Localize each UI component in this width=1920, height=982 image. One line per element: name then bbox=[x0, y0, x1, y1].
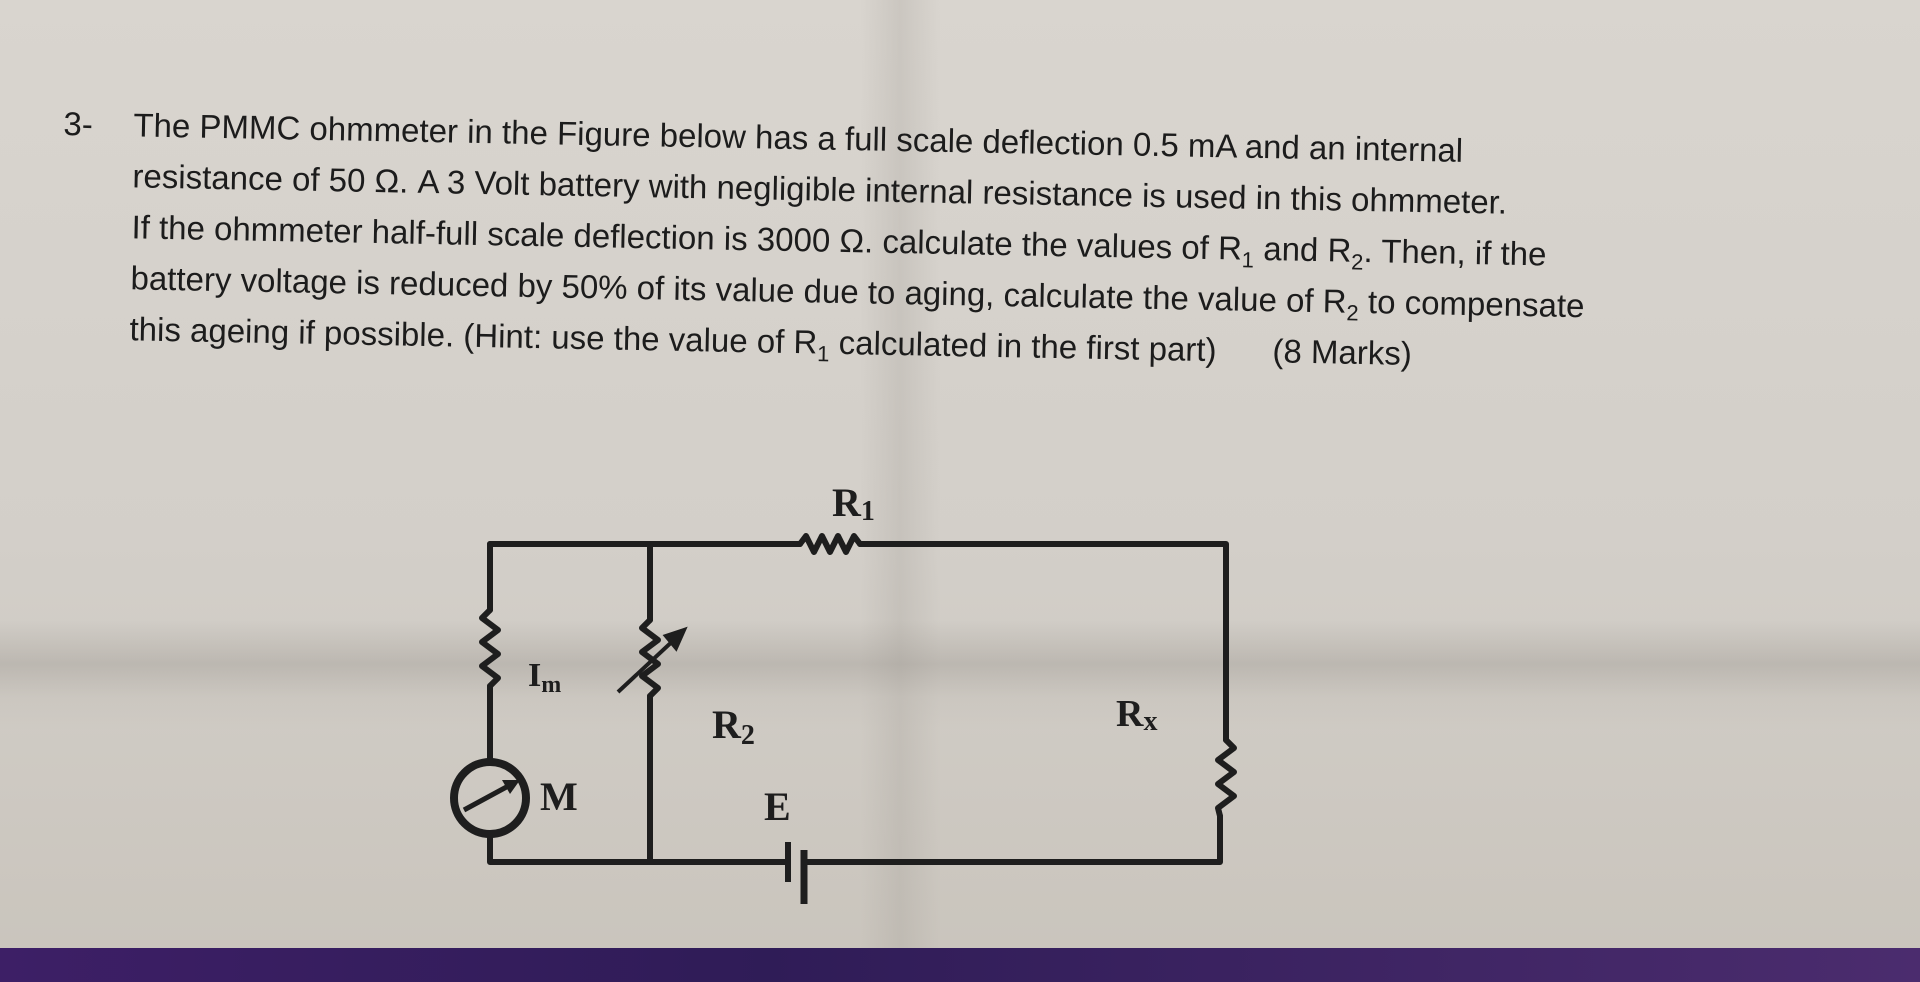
label-battery: E bbox=[764, 784, 791, 829]
resistor-rx bbox=[1215, 737, 1237, 819]
screen-bottom-edge bbox=[0, 948, 1920, 982]
paper-fold-vertical bbox=[860, 0, 940, 982]
line3-text-c: . Then, if the bbox=[1363, 231, 1547, 273]
paper-fold-horizontal bbox=[0, 620, 1920, 730]
line3-subscript-2: 2 bbox=[1350, 249, 1364, 275]
wire-top-right bbox=[857, 541, 1229, 743]
label-r2: R2 bbox=[712, 702, 755, 751]
battery-symbol bbox=[785, 842, 808, 904]
ohmmeter-circuit-figure: R1 Im R2 Rx M E bbox=[440, 470, 1240, 910]
circuit-diagram: R1 Im R2 Rx M E bbox=[450, 480, 1237, 904]
resistor-r2 bbox=[639, 617, 661, 699]
question-number: 3- bbox=[63, 104, 94, 143]
line5-text-a: this ageing if possible. (Hint: use the … bbox=[129, 310, 818, 361]
variable-arrow-r2 bbox=[616, 626, 688, 694]
label-meter: M bbox=[540, 774, 578, 819]
label-im: Im bbox=[528, 657, 561, 698]
question-text: 3- The PMMC ohmmeter in the Figure below… bbox=[59, 98, 1854, 387]
line4-subscript: 2 bbox=[1346, 300, 1359, 326]
line3-subscript-1: 1 bbox=[1241, 247, 1255, 273]
label-rx: Rx bbox=[1116, 693, 1157, 737]
wire-left-lower bbox=[487, 831, 653, 865]
line3-text-b: and R bbox=[1253, 229, 1352, 269]
line5-subscript: 1 bbox=[816, 341, 830, 367]
resistor-im bbox=[479, 607, 501, 689]
line5-text-b: calculated in the first part) bbox=[829, 323, 1217, 369]
wire-bottom-right bbox=[801, 813, 1223, 865]
line4-text-b: to compensate bbox=[1358, 282, 1585, 325]
label-r1: R1 bbox=[832, 480, 875, 527]
meter-symbol bbox=[450, 758, 530, 838]
resistor-r1 bbox=[797, 533, 863, 555]
marks-label: (8 Marks) bbox=[1272, 332, 1413, 372]
